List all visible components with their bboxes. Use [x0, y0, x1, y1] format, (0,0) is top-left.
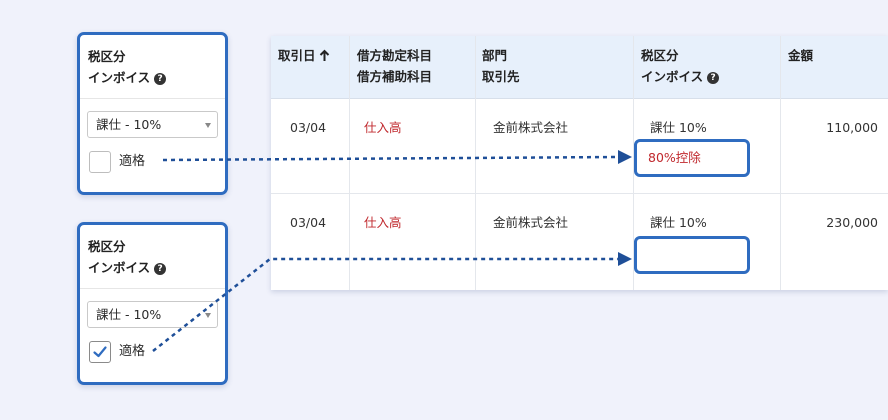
- row-divider: [271, 193, 888, 194]
- panel-heading-invoice: インボイス: [88, 260, 151, 275]
- header-invoice: インボイス: [641, 69, 704, 84]
- qualified-invoice-checkbox[interactable]: [89, 341, 111, 363]
- panel-heading-invoice: インボイス: [88, 70, 151, 85]
- arrowhead-1: [618, 150, 632, 164]
- header-amount: 金額: [788, 48, 814, 63]
- header-partner: 取引先: [482, 69, 520, 84]
- row2-invoice-highlight: [634, 236, 750, 274]
- tax-filter-panel-unchecked: 税区分 インボイス? 課仕 - 10% 適格: [77, 32, 228, 195]
- chevron-down-icon: [205, 123, 211, 128]
- journal-table: 取引日 借方勘定科目 借方補助科目 部門 取引先 税区分 インボイス? 金額 0…: [271, 36, 888, 290]
- row1-amount: 110,000: [826, 120, 878, 135]
- header-date-label: 取引日: [278, 48, 316, 63]
- connector-line-2: [152, 257, 618, 352]
- qualified-invoice-label: 適格: [119, 344, 146, 359]
- panel-heading-tax-category: 税区分: [88, 239, 126, 254]
- tax-category-select[interactable]: 課仕 - 10%: [87, 301, 218, 328]
- panel-heading: 税区分 インボイス?: [80, 225, 225, 289]
- header-date[interactable]: 取引日: [278, 45, 330, 66]
- column-divider: [780, 36, 781, 290]
- row2-partner: 金前株式会社: [493, 215, 569, 230]
- tax-category-select[interactable]: 課仕 - 10%: [87, 111, 218, 138]
- header-debit-subaccount: 借方補助科目: [357, 69, 433, 84]
- header-dept: 部門 取引先: [482, 45, 520, 87]
- row1-partner: 金前株式会社: [493, 120, 569, 135]
- checkmark-icon: [93, 346, 107, 358]
- help-icon[interactable]: ?: [154, 72, 167, 85]
- header-debit-account: 借方勘定科目: [357, 48, 433, 63]
- tax-filter-panel-checked: 税区分 インボイス? 課仕 - 10% 適格: [77, 222, 228, 385]
- header-debit: 借方勘定科目 借方補助科目: [357, 45, 432, 87]
- connector-line-1: [162, 155, 619, 162]
- row1-tax: 課仕 10%: [650, 120, 707, 135]
- column-divider: [349, 36, 350, 290]
- tax-category-select-value: 課仕 - 10%: [96, 117, 162, 132]
- header-tax: 税区分 インボイス?: [641, 45, 720, 87]
- row2-amount: 230,000: [826, 215, 878, 230]
- tax-category-select-value: 課仕 - 10%: [96, 307, 162, 322]
- row1-invoice-highlight: 80%控除: [634, 139, 750, 177]
- qualified-invoice-label: 適格: [119, 154, 146, 169]
- chevron-down-icon: [205, 313, 211, 318]
- row1-date: 03/04: [290, 120, 327, 135]
- row2-tax: 課仕 10%: [650, 215, 707, 230]
- row2-account[interactable]: 仕入高: [364, 215, 402, 230]
- arrow-up-icon: [319, 49, 329, 61]
- table-header: [271, 36, 888, 99]
- column-divider: [633, 36, 634, 290]
- header-tax-category: 税区分: [641, 48, 679, 63]
- header-department: 部門: [482, 48, 508, 63]
- help-icon[interactable]: ?: [707, 71, 720, 84]
- row2-date: 03/04: [290, 215, 327, 230]
- panel-heading-tax-category: 税区分: [88, 49, 126, 64]
- row1-account[interactable]: 仕入高: [364, 120, 402, 135]
- panel-heading: 税区分 インボイス?: [80, 35, 225, 99]
- arrowhead-2: [618, 252, 632, 266]
- qualified-invoice-checkbox[interactable]: [89, 151, 111, 173]
- column-divider: [475, 36, 476, 290]
- help-icon[interactable]: ?: [154, 262, 167, 275]
